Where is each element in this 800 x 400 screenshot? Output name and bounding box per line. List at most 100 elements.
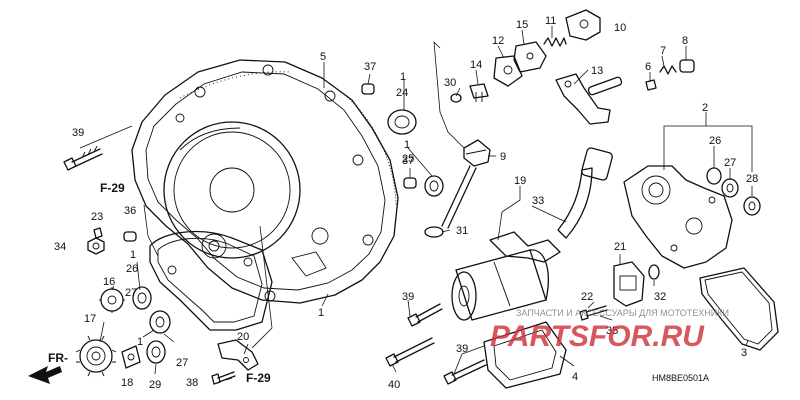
callout-6: 6 (645, 61, 651, 73)
gear-17 (75, 335, 117, 377)
callout-32: 32 (654, 291, 666, 303)
bolt-6 (645, 79, 657, 91)
bolt-22 (579, 305, 608, 321)
washer-18 (121, 345, 141, 369)
watermark-caption: ЗАПЧАСТИ И АКСЕССУАРЫ ДЛЯ МОТОТЕХНИКИ (516, 308, 729, 318)
diagram-code: HM8BE0501A (652, 373, 709, 383)
callout-4: 4 (572, 371, 578, 383)
callout-26: 26 (126, 263, 138, 275)
callout-33: 33 (532, 195, 544, 207)
callout-30: 30 (444, 77, 456, 89)
bolt-39-left (63, 145, 103, 171)
callout-36: 36 (124, 205, 136, 217)
bolt-40 (385, 337, 435, 367)
seal-27-right (721, 178, 739, 198)
callout-26: 26 (709, 135, 721, 147)
nut-34 (87, 237, 105, 255)
callout-20: 20 (237, 331, 249, 343)
bolt-39-low (443, 359, 487, 385)
gear-16 (99, 287, 125, 313)
leader-lines (79, 26, 753, 381)
dowel-37-mid (403, 177, 417, 189)
callout-3: 3 (741, 347, 747, 359)
seal-24 (387, 109, 417, 135)
bolt-39-mid (407, 303, 443, 327)
sensor-21 (613, 261, 645, 307)
callout-18: 18 (121, 377, 133, 389)
front-direction-arrow (28, 366, 62, 384)
cover-plate-4 (483, 321, 567, 389)
callout-35: 35 (606, 325, 618, 337)
hose-clip (489, 231, 561, 263)
callout-27: 27 (176, 357, 188, 369)
callout-14: 14 (470, 59, 482, 71)
callout-1: 1 (318, 307, 324, 319)
callout-labels: 1 1 1 1 1 2 3 4 5 6 7 8 9 10 11 12 13 14… (54, 15, 758, 391)
callout-12: 12 (492, 35, 504, 47)
callout-8: 8 (682, 35, 688, 47)
bolt-23 (93, 227, 103, 239)
callout-7: 7 (660, 45, 666, 57)
callout-38: 38 (186, 377, 198, 389)
callout-23: 23 (91, 211, 103, 223)
callout-10: 10 (614, 22, 626, 34)
breather-hose-33 (557, 147, 613, 239)
callout-37: 37 (402, 155, 414, 167)
callout-29: 29 (149, 379, 161, 391)
callout-31: 31 (456, 225, 468, 237)
plate-15 (513, 41, 547, 73)
callout-34: 34 (54, 241, 66, 253)
dowel-36 (123, 231, 137, 242)
watermark: ЗАПЧАСТИ И АКСЕССУАРЫ ДЛЯ МОТОТЕХНИКИ PA… (490, 308, 729, 353)
bolt-38 (211, 371, 236, 385)
dowel-37-top (361, 83, 375, 95)
front-marker-label: FR- (48, 351, 68, 365)
bearing-29 (146, 340, 166, 364)
seal-28 (743, 196, 761, 216)
washer-30 (450, 93, 462, 103)
inner-cover-plate (149, 230, 273, 331)
callout-40: 40 (388, 379, 400, 391)
callout-39: 39 (456, 343, 468, 355)
callout-17: 17 (84, 313, 96, 325)
oring-31 (424, 226, 444, 238)
gasket-3 (699, 267, 779, 351)
callout-1: 1 (400, 71, 406, 83)
callout-28: 28 (746, 173, 758, 185)
starter-motor (451, 249, 549, 321)
callout-11: 11 (545, 15, 556, 27)
bracket-20 (217, 339, 259, 371)
shift-arm-13 (555, 73, 623, 125)
shift-plate-12 (493, 55, 523, 87)
spring-11 (543, 37, 567, 47)
bolt-14 (469, 83, 489, 102)
oring-32 (648, 264, 660, 280)
seal-26-right (706, 167, 722, 185)
seal-26 (424, 175, 444, 197)
callout-37: 37 (364, 61, 376, 73)
bearing-27-lower (149, 310, 171, 334)
callout-1: 1 (130, 249, 136, 261)
callout-2: 2 (702, 102, 708, 114)
dipstick-9 (441, 139, 491, 229)
bearing-27-left (132, 286, 152, 310)
right-crankcase-cover (131, 59, 399, 304)
callout-1: 1 (137, 336, 143, 348)
callout-24: 24 (396, 87, 408, 99)
cap-8 (679, 59, 695, 73)
callout-15: 15 (516, 19, 528, 31)
callout-1: 1 (404, 139, 410, 151)
callout-5: 5 (320, 51, 326, 63)
oil-pump-body (623, 165, 733, 269)
drum-stopper-10 (565, 9, 601, 41)
callout-9: 9 (500, 151, 506, 163)
section-ref-f29-top: F-29 (100, 181, 125, 195)
callout-39: 39 (72, 127, 84, 139)
callout-22: 22 (581, 291, 593, 303)
callout-19: 19 (514, 175, 526, 187)
watermark-logo: PARTSFOR.RU (490, 320, 705, 353)
callout-27: 27 (724, 157, 736, 169)
callout-25: 25 (402, 153, 414, 165)
